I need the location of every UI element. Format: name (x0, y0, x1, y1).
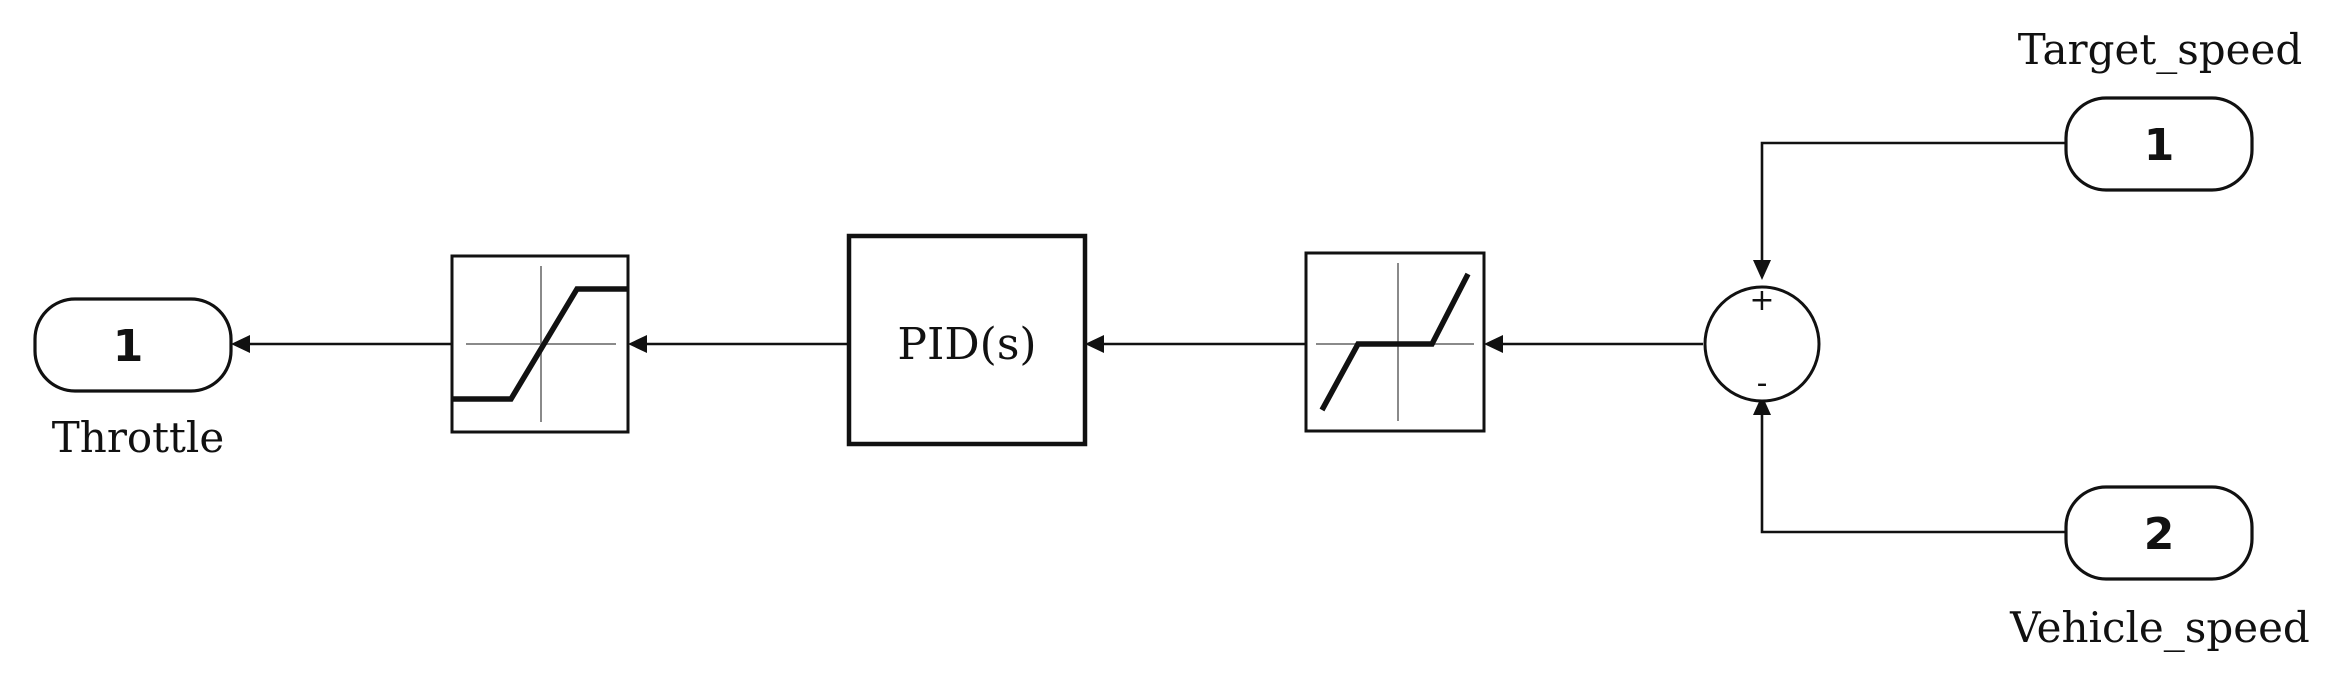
inport-target-speed-shape (2064, 96, 2254, 192)
pid-controller-frame (846, 233, 1088, 447)
dead-zone-block[interactable] (1304, 251, 1486, 433)
sum-plus-sign: + (1749, 283, 1774, 318)
pid-controller-label: PID(s) (897, 319, 1036, 370)
sum-block-circle (1703, 285, 1821, 403)
inport-vehicle-speed-label: Vehicle_speed (2009, 603, 2310, 652)
saturation-block[interactable] (450, 254, 630, 434)
outport-throttle-label: Throttle (52, 413, 224, 462)
pid-controller-block[interactable]: PID(s) (846, 233, 1088, 447)
saturation-icon (452, 266, 628, 422)
signal-vehicle-to-sum (1760, 413, 2066, 534)
sum-block[interactable]: + - (1703, 283, 1821, 403)
arrowhead-sum-minus (1753, 395, 1771, 415)
arrowhead-deadzone-in (1484, 335, 1503, 353)
dead-zone-icon (1316, 263, 1474, 421)
sum-minus-sign: - (1757, 366, 1768, 401)
inport-vehicle-speed-number: 2 (2144, 509, 2175, 560)
inport-vehicle-speed-shape (2064, 485, 2254, 581)
outport-throttle[interactable]: 1 (33, 297, 233, 393)
arrowhead-sum-plus (1753, 260, 1771, 280)
arrowhead-outport-in (231, 335, 250, 353)
outport-throttle-number: 1 (113, 321, 144, 372)
inport-vehicle-speed[interactable]: 2 (2064, 485, 2254, 581)
outport-throttle-shape (33, 297, 233, 393)
arrowhead-pid-in (1085, 335, 1104, 353)
inport-target-speed-number: 1 (2144, 120, 2175, 171)
arrowhead-saturation-in (628, 335, 647, 353)
inport-target-speed-label: Target_speed (2018, 25, 2303, 74)
inport-target-speed[interactable]: 1 (2064, 96, 2254, 192)
signal-target-to-sum (1760, 141, 2066, 262)
